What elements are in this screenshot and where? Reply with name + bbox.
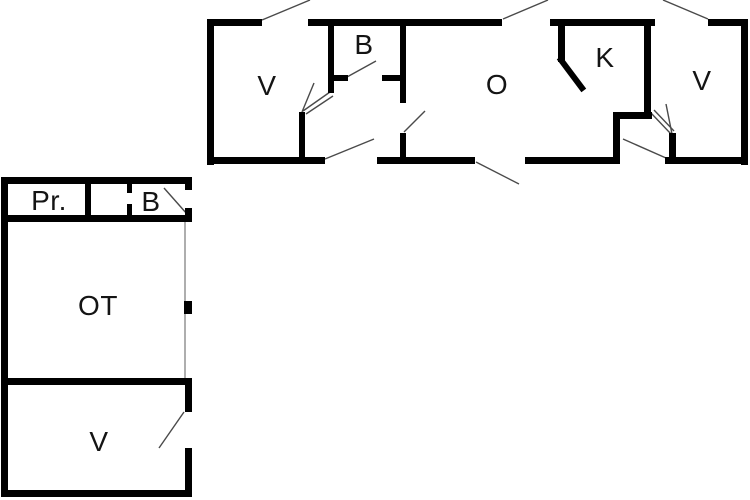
room-label-bedroom-annex: V — [89, 426, 109, 457]
wall-segment — [328, 75, 348, 81]
wall-segment — [184, 301, 192, 314]
wall-segment — [1, 378, 192, 385]
door-swing-line — [261, 0, 311, 21]
wall-segment — [207, 157, 325, 164]
wall-segment — [741, 19, 748, 165]
door-swing-line — [662, 0, 709, 20]
room-label-bedroom-top-right: V — [692, 65, 712, 96]
door-swing-line — [163, 187, 188, 215]
wall-segment — [308, 19, 502, 26]
door-swing-line — [650, 112, 672, 135]
wall-segment — [207, 19, 262, 26]
wall-segment — [1, 177, 192, 184]
wall-segment — [127, 184, 132, 193]
door-swing-line — [305, 95, 334, 115]
room-label-utility-room: Pr. — [31, 185, 67, 216]
wall-segment — [400, 133, 406, 157]
wall-segment — [550, 19, 655, 26]
wall-segment — [185, 448, 192, 497]
wall-segment — [299, 112, 305, 157]
room-label-covered-terrace: OT — [78, 290, 118, 321]
wall-segment — [613, 112, 620, 157]
room-label-living-room: O — [485, 69, 509, 100]
wall-segment — [377, 157, 475, 164]
angled-wall — [556, 55, 587, 93]
wall-segment — [644, 26, 651, 113]
wall-segment — [127, 204, 132, 215]
wall-segment — [1, 215, 192, 222]
wall-segment — [328, 26, 334, 93]
wall-segment — [400, 26, 406, 103]
door-swing-line — [475, 161, 520, 185]
wall-segment — [669, 133, 676, 157]
room-label-kitchen: K — [595, 42, 615, 73]
wall-segment — [207, 19, 214, 165]
door-swing-line — [403, 110, 426, 133]
wall-segment — [185, 378, 192, 412]
door-swing-line — [665, 103, 673, 135]
door-swing-line — [346, 60, 377, 78]
wall-segment — [185, 177, 192, 190]
wall-segment — [382, 75, 406, 81]
door-swing-line — [324, 138, 375, 160]
room-label-bedroom-top-left: V — [257, 70, 277, 101]
door-swing-line — [301, 82, 315, 113]
wall-segment — [613, 112, 652, 119]
wall-segment — [665, 157, 748, 164]
door-swing-line — [158, 411, 185, 449]
door-swing-line — [302, 91, 331, 112]
wall-segment — [185, 208, 192, 222]
wall-segment — [525, 157, 620, 164]
wall-segment — [558, 26, 565, 62]
wall-segment — [1, 490, 192, 497]
room-label-bathroom-top: B — [354, 29, 374, 60]
wall-segment — [1, 177, 8, 497]
wall-segment — [85, 184, 91, 215]
door-swing-line — [622, 138, 667, 159]
room-label-bathroom-annex: B — [141, 186, 161, 217]
wall-segment — [708, 19, 748, 26]
door-swing-line — [502, 0, 549, 20]
